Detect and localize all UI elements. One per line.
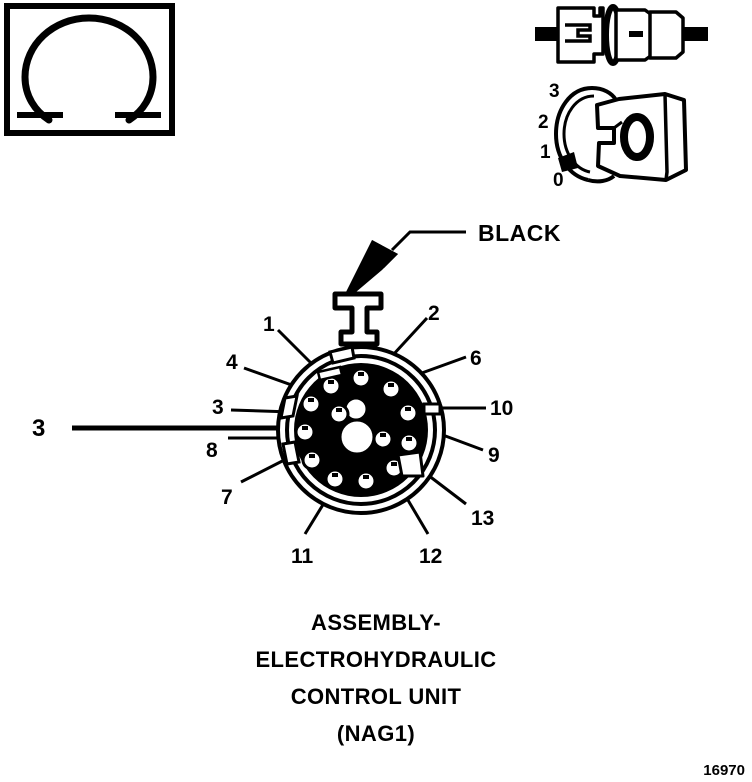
knob-position-label-1: 1 bbox=[540, 142, 551, 163]
callout-label-2: 2 bbox=[428, 302, 440, 325]
knob-position-label-0: 0 bbox=[553, 170, 564, 191]
callout-label-1: 1 bbox=[263, 313, 275, 336]
callout-label-8: 8 bbox=[206, 439, 218, 462]
callout-label-13: 13 bbox=[471, 507, 495, 530]
callout-label-11: 11 bbox=[291, 545, 314, 568]
connector-top-latch bbox=[332, 291, 384, 347]
callout-label-4: 4 bbox=[226, 351, 238, 374]
callout-label-6: 6 bbox=[470, 347, 482, 370]
figure-title-line-3: CONTROL UNIT bbox=[290, 684, 462, 709]
figure-title-line-4: (NAG1) bbox=[336, 721, 416, 746]
black-wire-label: BLACK bbox=[478, 220, 561, 246]
figure-title-line-1: ASSEMBLY- bbox=[311, 610, 441, 635]
figure-title-line-2: ELECTROHYDRAULIC bbox=[255, 647, 497, 672]
figure-title: ASSEMBLY- ELECTROHYDRAULIC CONTROL UNIT … bbox=[0, 604, 752, 752]
callout-label-3: 3 bbox=[212, 396, 224, 419]
callout-label-7: 7 bbox=[221, 486, 233, 509]
callout-label-12: 12 bbox=[419, 545, 443, 568]
knob-position-label-2: 2 bbox=[538, 112, 549, 133]
figure-code: 16970 bbox=[703, 762, 745, 779]
callout-label-10: 10 bbox=[490, 397, 514, 420]
black-wire-callout-leader bbox=[344, 230, 466, 296]
rotary-selector-knob-illustration bbox=[553, 86, 688, 184]
electrical-connector-plug-illustration bbox=[535, 4, 708, 66]
connector-face bbox=[276, 345, 446, 515]
omega-symbol-box bbox=[4, 3, 175, 136]
left-wire-label-3: 3 bbox=[32, 415, 46, 442]
callout-label-9: 9 bbox=[488, 444, 500, 467]
knob-position-label-3: 3 bbox=[549, 81, 560, 102]
